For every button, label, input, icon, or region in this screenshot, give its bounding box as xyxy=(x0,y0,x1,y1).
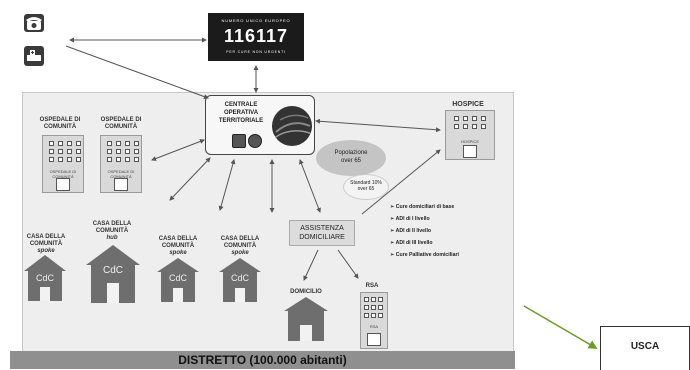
service-item: ➢ Cure domiciliari di base xyxy=(390,204,455,210)
popolazione-label: Popolazione over 65 xyxy=(334,150,368,164)
cdc-icon-text-1: CdC xyxy=(35,273,54,283)
cdc-house-1: CdC xyxy=(24,255,66,303)
assistenza-domiciliare-box: ASSISTENZA DOMICILIARE xyxy=(289,220,355,246)
hospice-label: HOSPICE xyxy=(452,101,484,108)
services-list: ➢ Cure domiciliari di base ➢ ADI di I li… xyxy=(390,204,515,264)
globe-icon xyxy=(272,106,312,146)
service-item: ➢ ADI di III livello xyxy=(390,240,433,246)
cdc-house-3: CdC xyxy=(157,258,199,304)
distretto-bar: DISTRETTO (100.000 abitanti) xyxy=(10,351,515,369)
service-item: ➢ ADI di II livello xyxy=(390,228,432,234)
ambulance-icon xyxy=(24,46,44,66)
ospedale-sign-1: OSPEDALE DI COMUNITÀ xyxy=(49,169,77,179)
cdc-house-4: CdC xyxy=(219,258,261,304)
service-item: ➢ Cure Palliative domiciliari xyxy=(390,252,459,258)
ospedale-label-1: OSPEDALE DI COMUNITÀ xyxy=(39,117,81,130)
cdc-label-1: CASA DELLA COMUNITÀ spoke xyxy=(26,234,66,254)
standard-label: Standard 10% over 65 xyxy=(350,180,382,192)
telephone-icon xyxy=(24,14,44,32)
usca-box: USCA xyxy=(600,326,690,370)
arrow-phone-cot xyxy=(65,45,209,99)
cdc-icon-text-3: CdC xyxy=(168,273,187,283)
cdc-type-1: spoke xyxy=(37,248,55,254)
cot-label: CENTRALE OPERATIVA TERRITORIALE xyxy=(218,102,264,124)
nue-number: 116117 xyxy=(223,26,289,46)
standard-ellipse: Standard 10% over 65 xyxy=(343,174,389,200)
popolazione-ellipse: Popolazione over 65 xyxy=(316,140,386,176)
computer-icon xyxy=(232,134,246,148)
domicilio-label: DOMICILIO xyxy=(290,289,322,295)
hospice-building: HOSPICE xyxy=(445,110,495,160)
cdc-label-3: CASA DELLA COMUNITÀ spoke xyxy=(158,236,198,256)
cdc-house-2: CdC xyxy=(86,245,140,305)
rsa-sign: RSA xyxy=(369,324,379,329)
cdc-label-2: CASA DELLA COMUNITÀ hub xyxy=(92,221,132,241)
ospedale-building-1: OSPEDALE DI COMUNITÀ xyxy=(42,135,84,193)
cdc-icon-text-4: CdC xyxy=(230,273,249,283)
cdc-icon-text-2: CdC xyxy=(102,265,123,276)
rsa-label: RSA xyxy=(365,283,379,289)
service-item: ➢ ADI di I livello xyxy=(390,216,430,222)
cdc-type-3: spoke xyxy=(169,250,187,256)
hospice-sign: HOSPICE xyxy=(460,139,479,144)
domicilio-house xyxy=(284,297,328,343)
cot-box: CENTRALE OPERATIVA TERRITORIALE xyxy=(205,95,315,155)
ospedale-sign-2: OSPEDALE DI COMUNITÀ xyxy=(107,169,135,179)
nue-top-text: NUMERO UNICO EUROPEO xyxy=(221,18,291,23)
nue-116117-box: NUMERO UNICO EUROPEO 116117 PER CURE NON… xyxy=(208,13,304,61)
ospedale-building-2: OSPEDALE DI COMUNITÀ xyxy=(100,135,142,193)
cdc-label-4: CASA DELLA COMUNITÀ spoke xyxy=(220,236,260,256)
rsa-building: RSA xyxy=(360,292,388,349)
arrow-usca xyxy=(523,305,598,349)
cdc-type-2: hub xyxy=(106,235,118,241)
clock-icon xyxy=(248,134,262,148)
cdc-type-4: spoke xyxy=(231,250,249,256)
nue-bottom-text: PER CURE NON URGENTI xyxy=(226,50,286,54)
ospedale-label-2: OSPEDALE DI COMUNITÀ xyxy=(100,117,142,130)
